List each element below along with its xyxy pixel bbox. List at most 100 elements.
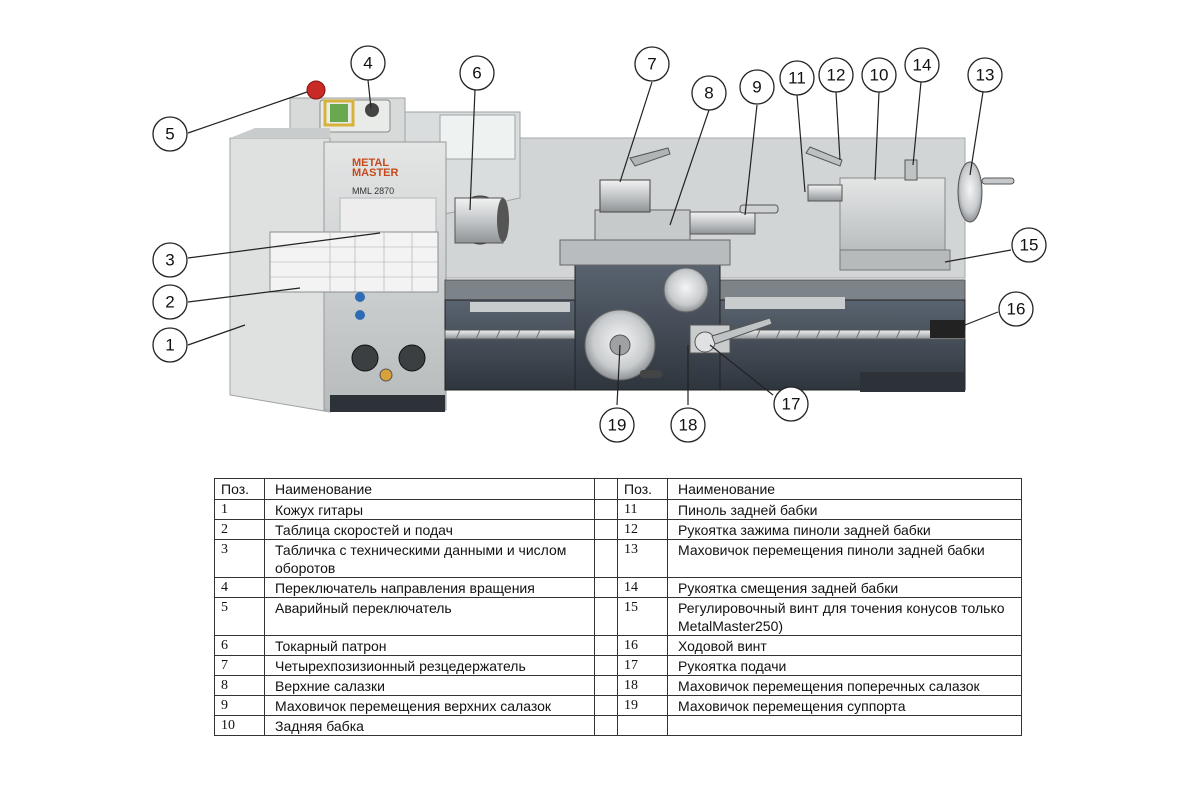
callout-2: 2 [153,285,187,319]
callout-1: 1 [153,328,187,362]
callout-15: 15 [1012,228,1046,262]
green-button [330,104,348,122]
left-name-cell: Задняя бабка [265,716,595,736]
left-name-cell: Таблица скоростей и подач [265,520,595,540]
left-pos-cell: 5 [215,598,265,636]
svg-text:9: 9 [752,78,761,97]
left-name-cell: Верхние салазки [265,676,595,696]
svg-text:18: 18 [679,416,698,435]
left-name-cell: Переключатель направления вращения [265,578,595,598]
right-pos-cell: 18 [618,676,668,696]
column-gap [595,479,618,500]
svg-text:13: 13 [976,66,995,85]
table-row: 1Кожух гитары11Пиноль задней бабки [215,500,1022,520]
svg-text:16: 16 [1007,300,1026,319]
callout-10: 10 [862,58,896,92]
right-name-cell: Маховичок перемещения суппорта [668,696,1022,716]
svg-text:4: 4 [363,54,372,73]
callout-8: 8 [692,76,726,110]
callout-6: 6 [460,56,494,90]
model-label: MML 2870 [352,186,394,196]
right-name-cell: Рукоятка подачи [668,656,1022,676]
svg-text:8: 8 [704,84,713,103]
callout-12: 12 [819,58,853,92]
callout-5: 5 [153,117,187,151]
left-name-cell: Токарный патрон [265,636,595,656]
left-pos-cell: 3 [215,540,265,578]
direction-switch [365,103,379,117]
right-name-cell: Маховичок перемещения поперечных салазок [668,676,1022,696]
feed-lever [695,332,715,352]
brand-line2: MASTER [352,167,399,179]
callout-9: 9 [740,70,774,104]
svg-text:6: 6 [472,64,481,83]
svg-text:17: 17 [782,395,801,414]
warning-icon [355,292,365,302]
column-gap [595,656,618,676]
callout-4: 4 [351,46,385,80]
header-name-left: Наименование [265,479,595,500]
callout-17: 17 [774,387,808,421]
header-pos-right: Поз. [618,479,668,500]
left-name-cell: Маховичок перемещения верхних салазок [265,696,595,716]
right-name-cell: Маховичок перемещения пиноли задней бабк… [668,540,1022,578]
right-name-cell: Ходовой винт [668,636,1022,656]
header-pos-left: Поз. [215,479,265,500]
right-name-cell: Рукоятка зажима пиноли задней бабки [668,520,1022,540]
right-pos-cell: 15 [618,598,668,636]
left-pos-cell: 6 [215,636,265,656]
emergency-stop-button [307,81,325,99]
svg-text:19: 19 [608,416,627,435]
lathe-diagram: METAL MASTER MML 2870 [0,0,1200,460]
svg-text:10: 10 [870,66,889,85]
svg-text:7: 7 [647,55,656,74]
left-name-cell: Четырехпозизионный резцедержатель [265,656,595,676]
left-pos-cell: 2 [215,520,265,540]
column-gap [595,716,618,736]
tool-post [600,180,650,212]
callout-7: 7 [635,47,669,81]
left-name-cell: Табличка с техническими данными и числом… [265,540,595,578]
svg-text:3: 3 [165,251,174,270]
column-gap [595,578,618,598]
info-icon [355,310,365,320]
right-pos-cell: 19 [618,696,668,716]
table-row: 5Аварийный переключатель15Регулировочный… [215,598,1022,636]
svg-text:11: 11 [788,69,806,88]
column-gap [595,696,618,716]
tailstock-quill [808,185,842,201]
cross-slide-handwheel [664,268,708,312]
lathe-illustration: METAL MASTER MML 2870 [230,81,1014,412]
right-pos-cell: 16 [618,636,668,656]
callout-14: 14 [905,48,939,82]
column-gap [595,676,618,696]
callout-13: 13 [968,58,1002,92]
feed-selector-knob-right [399,345,425,371]
left-pos-cell: 7 [215,656,265,676]
svg-text:2: 2 [165,293,174,312]
callout-11: 11 [780,61,814,95]
right-pos-cell [618,716,668,736]
table-header-row: Поз. Наименование Поз. Наименование [215,479,1022,500]
column-gap [595,636,618,656]
left-pos-cell: 8 [215,676,265,696]
right-name-cell: Регулировочный винт для точения конусов … [668,598,1022,636]
svg-text:1: 1 [165,336,174,355]
column-gap [595,520,618,540]
right-name-cell: Рукоятка смещения задней бабки [668,578,1022,598]
column-gap [595,540,618,578]
right-pos-cell: 11 [618,500,668,520]
left-pos-cell: 1 [215,500,265,520]
callout-19: 19 [600,408,634,442]
left-pos-cell: 9 [215,696,265,716]
callout-3: 3 [153,243,187,277]
tailstock-handwheel [958,162,982,222]
